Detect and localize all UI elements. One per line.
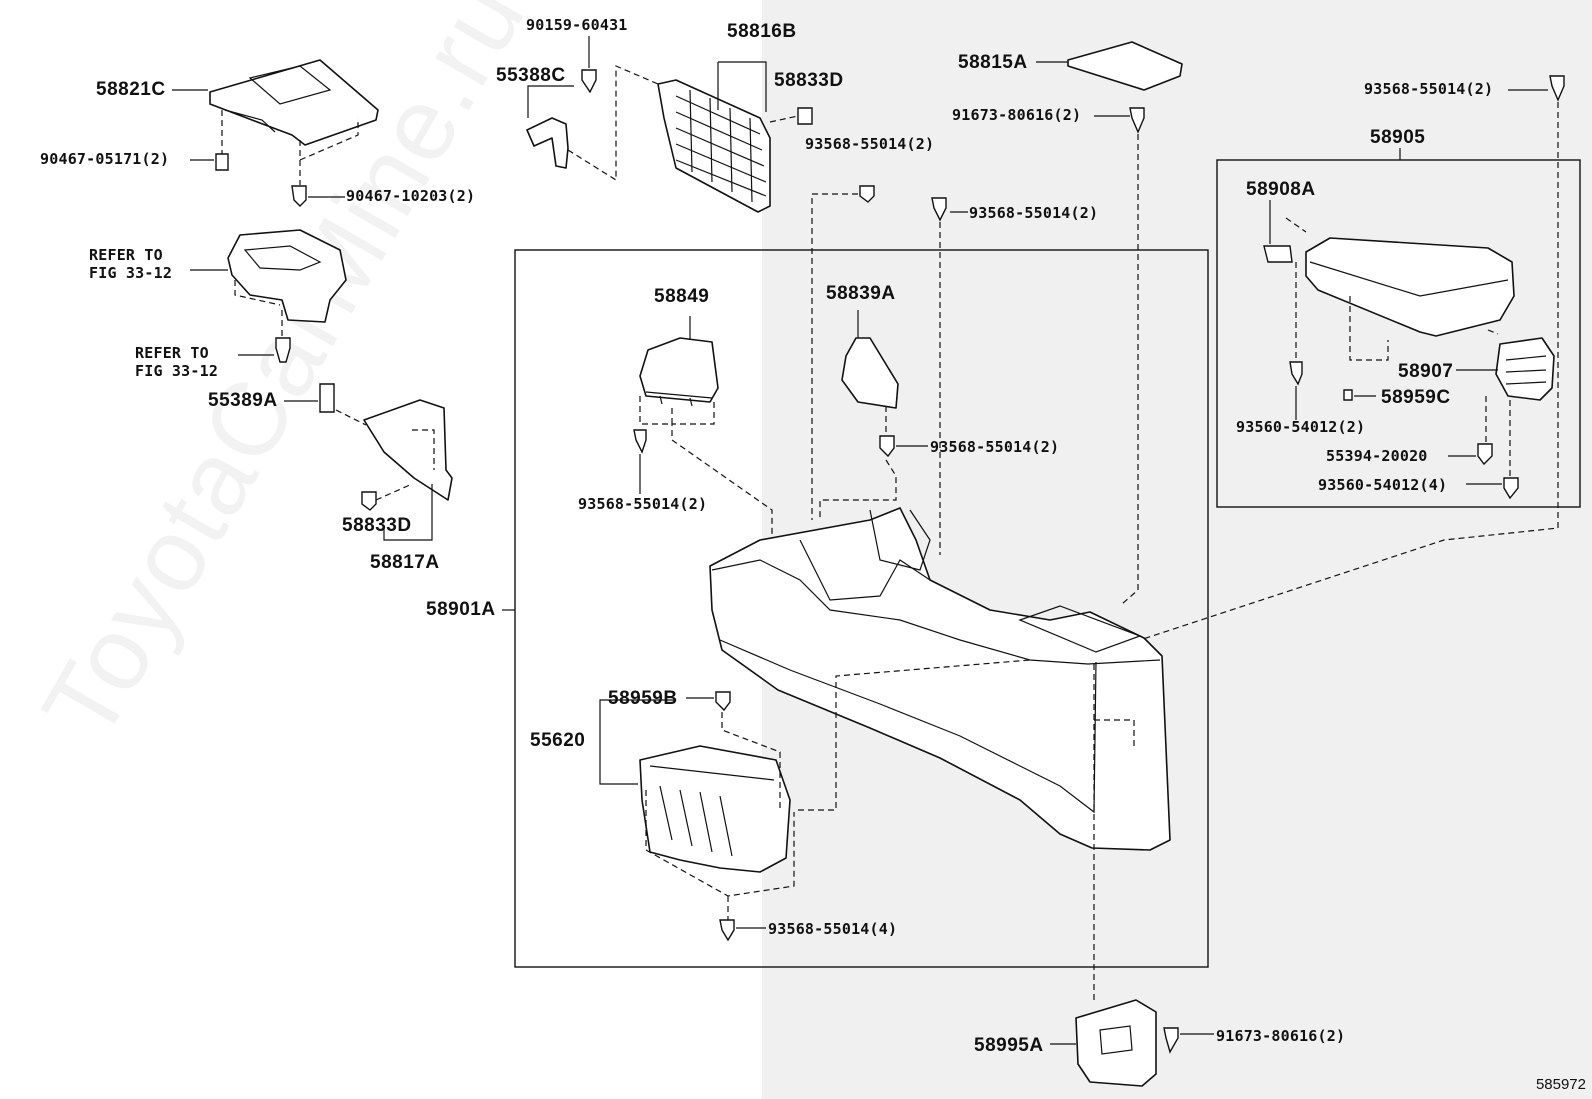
fasteners-top-center	[811, 107, 1145, 605]
label-58833D-top: 58833D	[774, 70, 844, 91]
label-91673-80616-top: 91673-80616(2)	[952, 106, 1082, 124]
part-58821C	[172, 59, 379, 207]
label-90467-10203: 90467-10203(2)	[346, 187, 476, 205]
label-93560-54012-2: 93560-54012(2)	[1236, 418, 1366, 436]
part-shift-cover	[190, 229, 347, 363]
label-58821C: 58821C	[96, 79, 166, 100]
label-58995A: 58995A	[974, 1035, 1044, 1056]
label-58905: 58905	[1370, 127, 1426, 148]
label-58907: 58907	[1398, 361, 1454, 382]
label-58901A: 58901A	[426, 599, 496, 620]
label-93568-55014-4: 93568-55014(4)	[768, 920, 898, 938]
part-58905-armrest	[1139, 75, 1565, 641]
label-90159-60431: 90159-60431	[526, 16, 628, 34]
label-58833D-left: 58833D	[342, 515, 412, 536]
label-refer-fig-upper: REFER TO FIG 33-12	[89, 246, 173, 282]
label-93568-55014-topright: 93568-55014(2)	[1364, 80, 1494, 98]
part-55388C	[526, 36, 659, 182]
figure-number: 585972	[1535, 1076, 1586, 1093]
label-93568-55014-c: 93568-55014(2)	[930, 438, 1060, 456]
assembly-box-58905	[1216, 159, 1581, 508]
label-93568-55014-a: 93568-55014(2)	[805, 135, 935, 153]
label-91673-80616-bottom: 91673-80616(2)	[1216, 1027, 1346, 1045]
part-58849	[633, 316, 773, 538]
assembly-box-58901A	[514, 249, 1209, 968]
label-58959C: 58959C	[1381, 387, 1451, 408]
label-90467-05171: 90467-05171(2)	[40, 150, 170, 168]
part-58901A-console	[502, 507, 1171, 1000]
label-58816B: 58816B	[727, 21, 797, 42]
label-55620: 55620	[530, 730, 586, 751]
label-55388C: 55388C	[496, 65, 566, 86]
label-93560-54012-4: 93560-54012(4)	[1318, 476, 1448, 494]
label-refer-fig-lower: REFER TO FIG 33-12	[135, 344, 219, 380]
label-55389A: 55389A	[208, 390, 278, 411]
label-93568-55014-d: 93568-55014(2)	[578, 495, 708, 513]
part-55620-cupholder	[599, 659, 1031, 942]
label-58839A: 58839A	[826, 283, 896, 304]
label-58959B: 58959B	[608, 688, 678, 709]
part-58815A	[1036, 41, 1183, 91]
part-58816B	[657, 61, 813, 213]
label-58908A: 58908A	[1246, 179, 1316, 200]
part-58839A	[819, 310, 928, 518]
part-58995A	[1050, 999, 1214, 1087]
label-58849: 58849	[654, 286, 710, 307]
label-93568-55014-b: 93568-55014(2)	[969, 204, 1099, 222]
part-58817A	[284, 383, 453, 541]
label-55394-20020: 55394-20020	[1326, 447, 1428, 465]
label-58815A: 58815A	[958, 52, 1028, 73]
label-58817A: 58817A	[370, 552, 440, 573]
